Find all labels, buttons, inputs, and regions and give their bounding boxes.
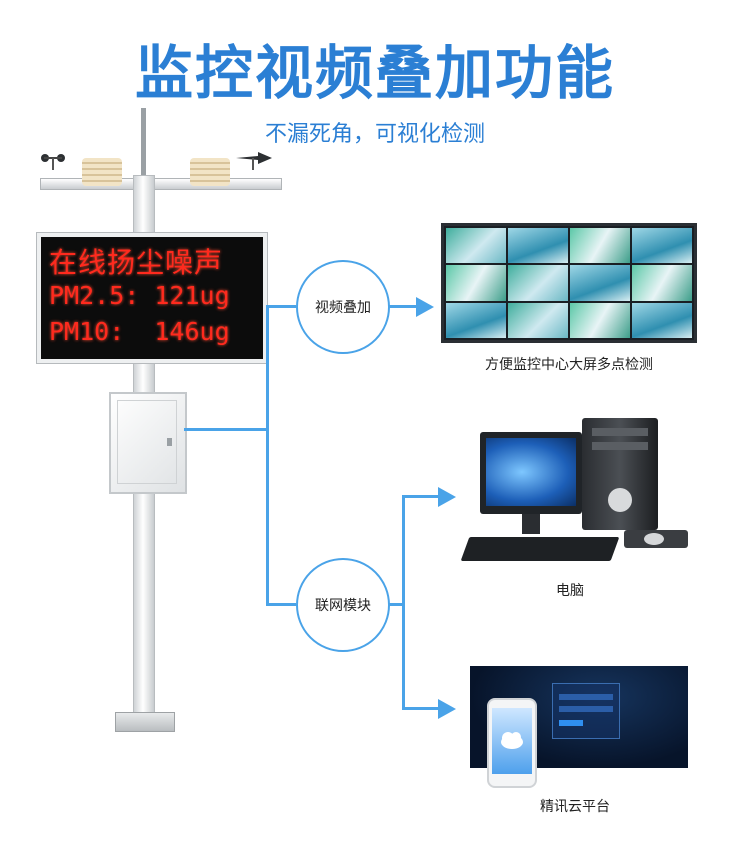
- video-tile: [570, 228, 630, 264]
- arrow-right-icon: [438, 699, 456, 723]
- video-tile: [508, 302, 568, 338]
- connector-trunk: [266, 305, 269, 605]
- monitor-stand: [522, 514, 540, 534]
- arrow-right-icon: [416, 297, 434, 321]
- page-title: 监控视频叠加功能: [134, 39, 615, 107]
- page-subtitle: 不漏死角，可视化检测: [264, 122, 485, 147]
- pc-monitor: [480, 432, 582, 514]
- video-tile: [446, 302, 506, 338]
- video-tile: [632, 265, 692, 301]
- led-line-pm10: PM10: 146ug: [49, 317, 230, 346]
- pole-base: [115, 712, 175, 732]
- world-map-icon: [486, 438, 576, 506]
- login-panel: [552, 683, 620, 739]
- led-line-pm25: PM2.5: 121ug: [49, 281, 230, 310]
- video-tile: [632, 302, 692, 338]
- led-display: 在线扬尘噪声 PM2.5: 121ug PM10: 146ug: [36, 232, 268, 364]
- node-video-overlay: 视频叠加: [296, 260, 390, 354]
- video-tile: [446, 265, 506, 301]
- computer-caption: 电脑: [556, 583, 584, 599]
- phone-icon: [487, 698, 537, 788]
- sensor-crossbar: [40, 178, 282, 190]
- connector-to-pc: [402, 495, 440, 498]
- node-video-overlay-label: 视频叠加: [315, 300, 371, 316]
- connector-to-network: [266, 603, 296, 606]
- monitor-wall-image: [441, 223, 697, 343]
- radiation-shield-left: [82, 158, 122, 186]
- connector-branch: [402, 495, 405, 709]
- node-network-module: 联网模块: [296, 558, 390, 652]
- arrow-right-icon: [438, 487, 456, 511]
- video-tile: [632, 228, 692, 264]
- connector-video-out: [388, 305, 418, 308]
- cabinet-door: [117, 400, 177, 484]
- video-tile: [446, 228, 506, 264]
- video-tile: [570, 302, 630, 338]
- pc-tower: [582, 418, 658, 530]
- cabinet-lock-icon: [167, 438, 172, 446]
- node-network-module-label: 联网模块: [315, 598, 371, 614]
- antenna-mast: [141, 108, 146, 178]
- connector-cabinet: [184, 428, 268, 431]
- monitor-wall-caption: 方便监控中心大屏多点检测: [485, 357, 653, 373]
- led-line-title: 在线扬尘噪声: [49, 246, 224, 279]
- wind-vane-icon: [236, 152, 272, 170]
- connector-network-out: [388, 603, 404, 606]
- connector-to-video: [266, 305, 296, 308]
- video-tile: [508, 228, 568, 264]
- video-tile: [508, 265, 568, 301]
- anemometer-icon: [40, 152, 66, 170]
- mouse-icon: [624, 530, 688, 548]
- cloud-icon: [501, 732, 523, 749]
- connector-to-cloud: [402, 707, 440, 710]
- video-tile: [570, 265, 630, 301]
- cloud-caption: 精讯云平台: [540, 799, 610, 815]
- keyboard-icon: [460, 537, 620, 561]
- radiation-shield-right: [190, 158, 230, 186]
- control-cabinet: [109, 392, 187, 494]
